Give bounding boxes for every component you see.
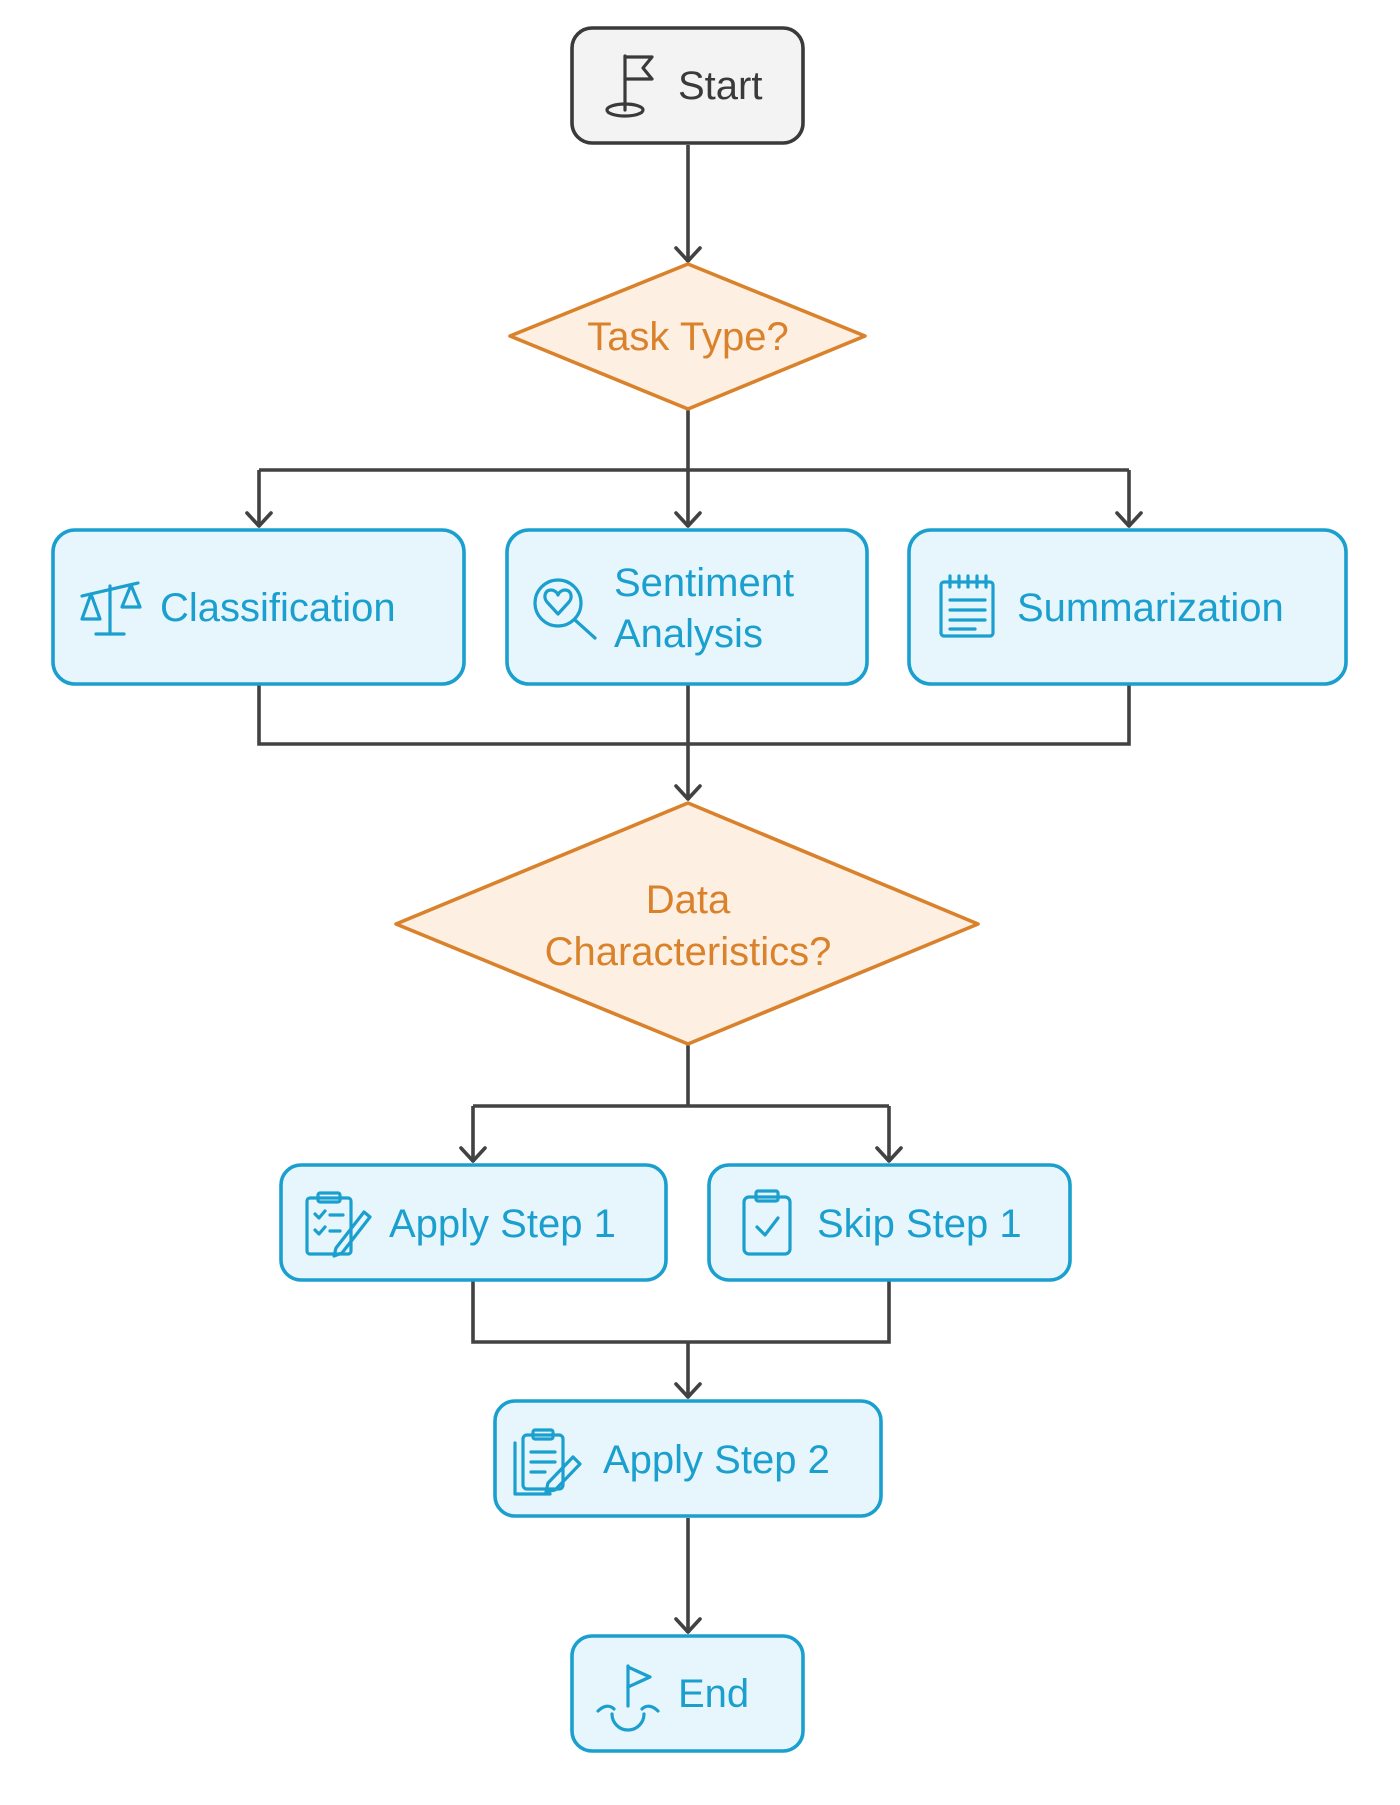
arrowhead [674, 1382, 702, 1399]
node-apply-step-2[interactable]: Apply Step 2 [493, 1399, 883, 1518]
arrowhead [245, 511, 273, 528]
node-apply-step-1[interactable]: Apply Step 1 [279, 1163, 668, 1282]
arrowhead [459, 1146, 487, 1163]
edge-data-characteristics-split [471, 1045, 891, 1162]
arrowhead [674, 511, 702, 528]
arrowhead [674, 1617, 702, 1634]
edge-merge-to-data-characteristics [257, 685, 1131, 800]
node-start-label: Start [678, 64, 762, 108]
flag-icon [605, 54, 654, 118]
arrowhead [674, 784, 702, 801]
node-skip-step-1-label: Skip Step 1 [817, 1202, 1022, 1246]
node-skip-step-1[interactable]: Skip Step 1 [707, 1163, 1072, 1282]
heart-search-icon [533, 578, 597, 640]
finish-flag-icon [596, 1664, 660, 1732]
clipboard-edit-icon [305, 1191, 372, 1258]
decision-data-label-line2: Characteristics? [545, 930, 832, 974]
node-classification[interactable]: Classification [51, 528, 466, 686]
decision-data-label-line1: Data [646, 878, 731, 922]
node-summarization-label: Summarization [1017, 586, 1284, 630]
scales-icon [80, 581, 142, 636]
notepad-icon [939, 574, 995, 638]
decision-task-type-label: Task Type? [587, 315, 789, 359]
node-summarization[interactable]: Summarization [907, 528, 1348, 686]
node-sentiment-label-line1: Sentiment [614, 561, 794, 605]
arrowheads [245, 246, 1143, 1634]
node-sentiment-label-line2: Analysis [614, 612, 763, 656]
node-end[interactable]: End [570, 1634, 805, 1753]
node-apply-step-1-label: Apply Step 1 [389, 1202, 616, 1246]
decision-data-characteristics[interactable]: Data Characteristics? [394, 801, 980, 1046]
node-start[interactable]: Start [570, 26, 805, 145]
clipboard-pencil-icon [513, 1428, 582, 1496]
decision-task-type[interactable]: Task Type? [508, 262, 867, 411]
node-classification-label: Classification [160, 586, 396, 630]
node-apply-step-2-label: Apply Step 2 [603, 1438, 830, 1482]
edge-task-type-split [257, 410, 1131, 527]
arrowhead [875, 1146, 903, 1163]
edges [257, 145, 1131, 1633]
edge-merge-to-apply-step2 [471, 1281, 891, 1398]
node-sentiment-analysis[interactable]: Sentiment Analysis [505, 528, 869, 686]
arrowhead [674, 246, 702, 263]
node-end-label: End [678, 1672, 749, 1716]
arrowhead [1115, 511, 1143, 528]
clipboard-check-icon [742, 1189, 792, 1256]
